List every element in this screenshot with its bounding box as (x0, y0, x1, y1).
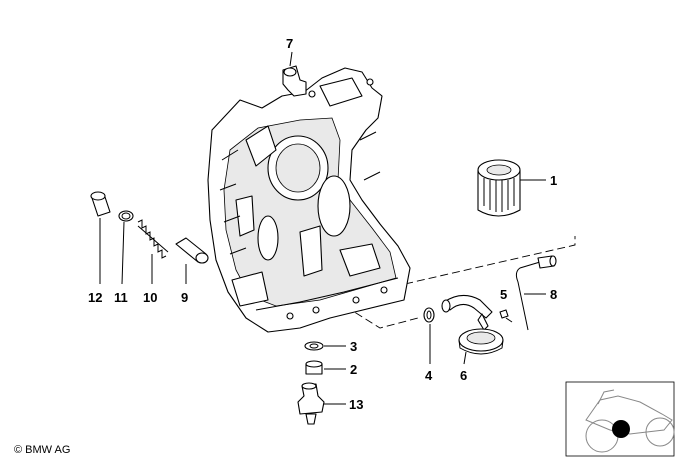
callout-3: 3 (350, 339, 357, 354)
callout-9: 9 (181, 290, 188, 305)
part-1-oil-filter: 1 (477, 159, 557, 217)
part-8-pipe: 8 (515, 255, 557, 331)
part-2-drain-plug: 2 (305, 360, 357, 377)
part-13-pressure-switch: 13 (297, 382, 363, 425)
callout-4: 4 (425, 368, 433, 383)
part-3-washer: 3 (304, 339, 357, 354)
part-12-plug: 12 (88, 191, 111, 305)
callout-8: 8 (550, 287, 557, 302)
part-11-sealing-ring: 11 (114, 210, 134, 305)
callout-7: 7 (286, 36, 293, 51)
part-9-piston: 9 (175, 237, 209, 305)
callout-1: 1 (550, 173, 557, 188)
part-6-oil-strainer: 6 (441, 294, 504, 383)
motorcycle-location-icon (585, 389, 675, 453)
callout-2: 2 (350, 362, 357, 377)
part-7-elbow-fitting: 7 (282, 36, 307, 97)
callout-10: 10 (143, 290, 157, 305)
part-10-spring: 10 (137, 219, 169, 305)
location-thumbnail (565, 381, 675, 457)
callout-13: 13 (349, 397, 363, 412)
part-5-bolt: 5 (499, 287, 513, 323)
callout-12: 12 (88, 290, 102, 305)
callout-6: 6 (460, 368, 467, 383)
callout-11: 11 (114, 290, 128, 305)
copyright-text: © BMW AG (14, 444, 71, 456)
part-4-o-ring: 4 (423, 307, 435, 383)
callout-5: 5 (500, 287, 507, 302)
engine-housing (207, 67, 576, 333)
